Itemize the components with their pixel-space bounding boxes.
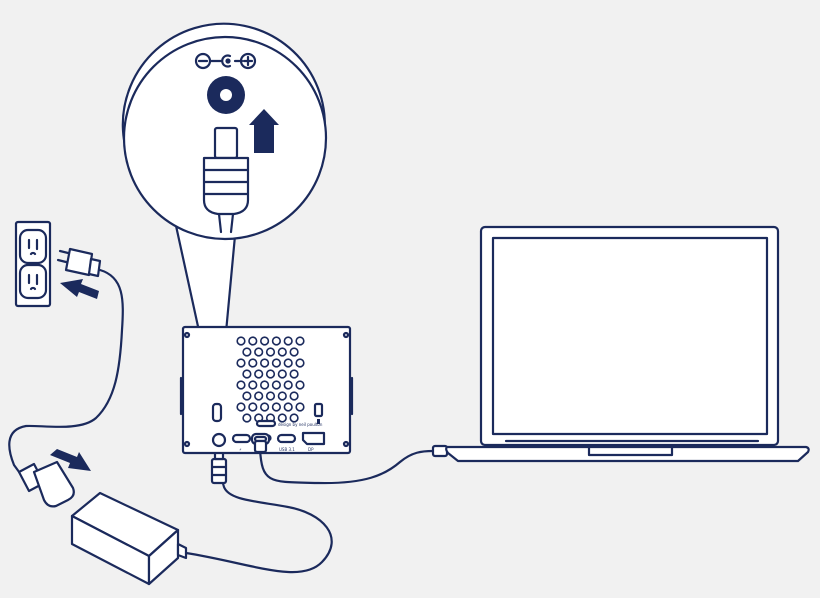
dc-power-cable (184, 478, 333, 574)
vent-hole (236, 380, 246, 390)
data-cable (258, 447, 435, 485)
vent-hole (271, 402, 282, 412)
displayport-label: DP (308, 447, 314, 452)
vent-hole (271, 336, 282, 346)
storage-device-rear: ⚡ design by neil poulton USB 3.1 DP (179, 325, 354, 455)
vent-hole (248, 380, 258, 390)
thunderbolt-port: ⚡ (231, 433, 252, 452)
vent-hole (295, 336, 305, 346)
vent-hole (277, 347, 287, 357)
vent-hole (236, 402, 246, 412)
polarity-symbol-icon (194, 52, 257, 70)
vent-hole (277, 391, 287, 401)
vent-hole (236, 336, 246, 346)
brand-badge: design by neil poulton (255, 419, 323, 428)
vent-hole (289, 413, 299, 423)
vent-hole (289, 369, 299, 379)
vent-hole (283, 402, 293, 412)
vent-hole (277, 369, 287, 379)
vent-hole (254, 369, 264, 379)
barrel-socket-icon (207, 76, 245, 114)
vent-hole (295, 380, 305, 390)
thunderbolt-port-label: ⚡ (239, 447, 242, 452)
vent-hole (277, 413, 287, 423)
vent-grid (236, 336, 305, 423)
vent-hole (242, 347, 252, 357)
vent-hole (260, 380, 270, 390)
vent-hole (248, 402, 258, 412)
vent-hole (265, 347, 276, 357)
vent-hole (295, 358, 305, 368)
usb-31-port: USB 3.1 (276, 433, 297, 452)
vent-hole (283, 358, 293, 368)
vent-hole (242, 413, 252, 423)
design-credit-label: design by neil poulton (278, 422, 323, 427)
usb-c-plug (253, 439, 268, 454)
vent-hole (265, 391, 276, 401)
lock-slot-icon (313, 402, 324, 424)
vent-hole (283, 336, 293, 346)
vent-hole (295, 402, 305, 412)
laptop (445, 225, 810, 463)
laptop-cable-plug (431, 444, 449, 458)
vent-hole (248, 358, 258, 368)
vent-hole (271, 380, 282, 390)
dc-plug-icon (202, 126, 250, 234)
vent-hole (260, 402, 270, 412)
c5-connector (17, 460, 75, 508)
vent-hole (289, 391, 299, 401)
vent-hole (260, 358, 270, 368)
vent-hole (260, 336, 270, 346)
wall-outlet (14, 220, 52, 308)
vent-hole (283, 380, 293, 390)
vent-hole (289, 347, 299, 357)
vent-hole (236, 358, 246, 368)
vent-hole (271, 358, 282, 368)
usb-31-port-label: USB 3.1 (279, 447, 295, 452)
ac-plug (56, 247, 102, 278)
vent-hole (242, 391, 252, 401)
vent-hole (242, 369, 252, 379)
ac-power-cable (8, 268, 124, 478)
vent-hole (265, 369, 276, 379)
dc-in-port (211, 432, 227, 448)
vent-hole (254, 391, 264, 401)
arrow-down-right-icon (50, 449, 91, 471)
power-adapter (70, 491, 188, 586)
arrow-up-icon (249, 109, 279, 153)
arrow-left-icon (60, 279, 99, 299)
vent-hole (248, 336, 258, 346)
zoom-callout (121, 22, 328, 420)
displayport: DP (301, 431, 326, 452)
vent-hole (254, 347, 264, 357)
